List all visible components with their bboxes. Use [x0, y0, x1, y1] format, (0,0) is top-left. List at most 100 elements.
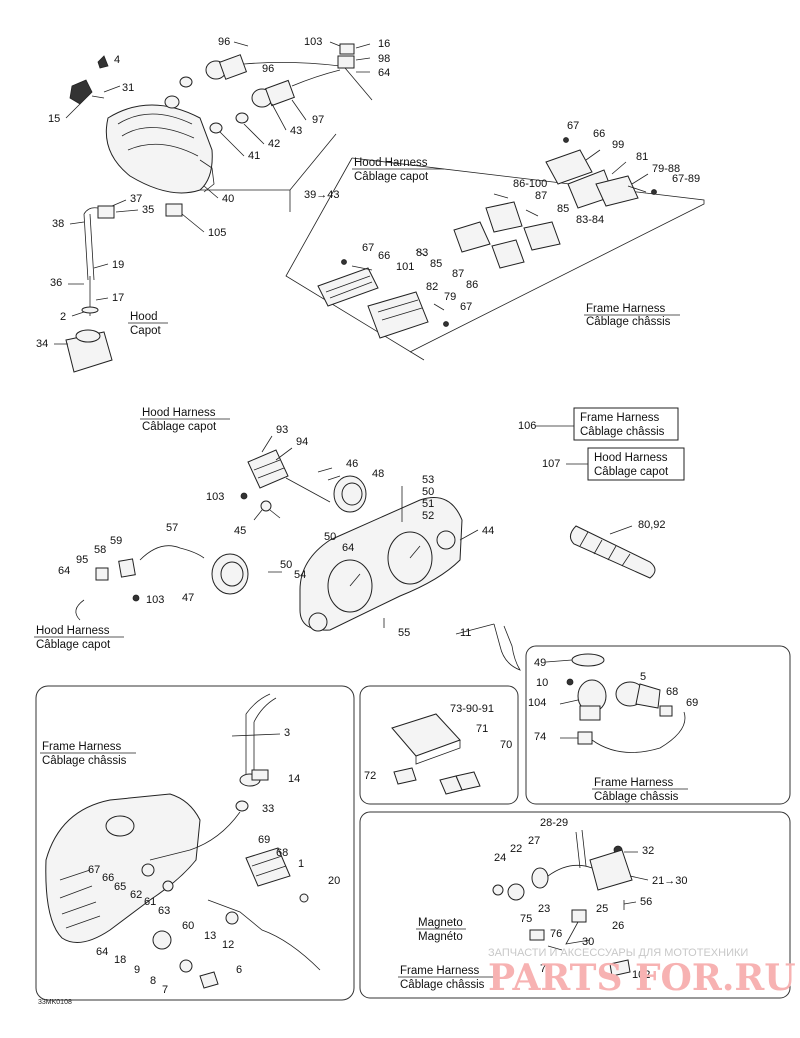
frame-harness-box-label: Frame Harness: [580, 412, 659, 424]
callout-98: 98: [378, 53, 390, 65]
callout-19: 19: [112, 259, 124, 271]
callout-95: 95: [76, 554, 88, 566]
callout-46: 46: [346, 458, 358, 470]
watermark: ЗАПЧАСТИ И АКСЕССУАРЫ ДЛЯ МОТОТЕХНИКИ PA…: [488, 947, 796, 999]
callout-71: 71: [476, 723, 488, 735]
callout-12: 12: [222, 939, 234, 951]
callout-11: 11: [460, 627, 471, 639]
callout-80-92: 80,92: [638, 519, 666, 531]
callout-102: 102: [632, 969, 650, 981]
callout-64a: 64: [378, 67, 390, 79]
callout-67a: 67: [567, 120, 579, 132]
harness-connectors-cluster: [285, 137, 705, 361]
callout-87b: 87: [452, 268, 464, 280]
callout-34: 34: [36, 338, 48, 350]
panel-ignition: [525, 645, 791, 805]
callout-52: 52: [422, 510, 434, 522]
callout-50b: 50: [324, 531, 336, 543]
leader-lines: [54, 41, 649, 905]
headlight-assembly: [65, 43, 373, 373]
callout-17: 17: [112, 292, 124, 304]
callout-66b: 66: [378, 250, 390, 262]
callout-27: 27: [528, 835, 540, 847]
hood-harness-label-low-fr: Câblage capot: [36, 639, 111, 651]
callout-85b: 85: [430, 258, 442, 270]
callout-96b: 96: [262, 63, 274, 75]
callout-94: 94: [296, 436, 308, 448]
frame-harness-label-mag-fr: Câblage châssis: [400, 979, 485, 991]
callout-25: 25: [596, 903, 608, 915]
callout-61: 61: [144, 896, 156, 908]
panel-regulator: [359, 811, 791, 999]
footer-code: 33MK0108: [38, 999, 72, 1006]
hood-harness-label-top-fr: Câblage capot: [354, 171, 429, 183]
callout-56: 56: [640, 896, 652, 908]
callout-54: 54: [294, 569, 306, 581]
callout-67-89: 67-89: [672, 173, 700, 185]
magneto-label-fr: Magnéto: [418, 931, 463, 943]
callout-26: 26: [612, 920, 624, 932]
callout-86: 86: [466, 279, 478, 291]
panel-steering: [35, 685, 355, 1001]
callout-66c: 66: [102, 872, 114, 884]
callout-70: 70: [500, 739, 512, 751]
callout-53: 53: [422, 474, 434, 486]
callout-63: 63: [158, 905, 170, 917]
callout-82: 82: [426, 281, 438, 293]
hood-harness-box-label: Hood Harness: [594, 452, 668, 464]
callout-6: 6: [236, 964, 242, 976]
callout-75: 75: [520, 913, 532, 925]
hood-label-fr: Capot: [130, 325, 161, 337]
gauge-console: [75, 449, 656, 671]
frame-harness-label-ign: Frame Harness: [594, 777, 673, 789]
callout-47: 47: [182, 592, 194, 604]
callout-16: 16: [378, 38, 390, 50]
callout-83-84: 83-84: [576, 214, 604, 226]
hood-harness-box-label-fr: Câblage capot: [594, 466, 669, 478]
watermark-brand: PARTS FOR.RU: [488, 957, 796, 999]
callout-78: 78: [540, 963, 552, 975]
callout-41: 41: [248, 150, 260, 162]
callout-57: 57: [166, 522, 178, 534]
callout-44: 44: [482, 525, 494, 537]
callout-13: 13: [204, 930, 216, 942]
callout-67d: 67: [88, 864, 100, 876]
callout-69b: 69: [686, 697, 698, 709]
callout-labels: 96 103 16 98 64 96 4 31 15 97 43 42 41 4…: [34, 36, 700, 1006]
callout-105: 105: [208, 227, 226, 239]
callout-22: 22: [510, 843, 522, 855]
callout-1: 1: [298, 858, 304, 870]
frame-harness-label-left-fr: Câblage châssis: [42, 755, 127, 767]
callout-42: 42: [268, 138, 280, 150]
callout-28-29: 28-29: [540, 817, 568, 829]
callout-9: 9: [134, 964, 140, 976]
callout-50c: 50: [280, 559, 292, 571]
callout-59: 59: [110, 535, 122, 547]
hood-harness-label-low: Hood Harness: [36, 625, 110, 637]
callout-37: 37: [130, 193, 142, 205]
callout-24: 24: [494, 852, 506, 864]
callout-49: 49: [534, 657, 546, 669]
watermark-small: ЗАПЧАСТИ И АКСЕССУАРЫ ДЛЯ МОТОТЕХНИКИ: [488, 947, 748, 959]
callout-96a: 96: [218, 36, 230, 48]
callout-87a: 87: [535, 190, 547, 202]
callout-64b: 64: [342, 542, 354, 554]
callout-48: 48: [372, 468, 384, 480]
callout-74: 74: [534, 731, 546, 743]
callout-23: 23: [538, 903, 550, 915]
callout-7: 7: [162, 984, 168, 996]
callout-2: 2: [60, 311, 66, 323]
callout-67b: 67: [362, 242, 374, 254]
frame-harness-label-ign-fr: Câblage châssis: [594, 791, 679, 803]
callout-68a: 68: [276, 847, 288, 859]
callout-103a: 103: [304, 36, 322, 48]
callout-33: 33: [262, 803, 274, 815]
callout-18: 18: [114, 954, 126, 966]
callout-30: 30: [582, 936, 594, 948]
callout-64c: 64: [58, 565, 70, 577]
callout-73-90-91: 73-90-91: [450, 703, 494, 715]
callout-39-43: 39→43: [304, 189, 339, 201]
callout-4: 4: [114, 54, 120, 66]
panel-fuse-box: [359, 685, 519, 805]
